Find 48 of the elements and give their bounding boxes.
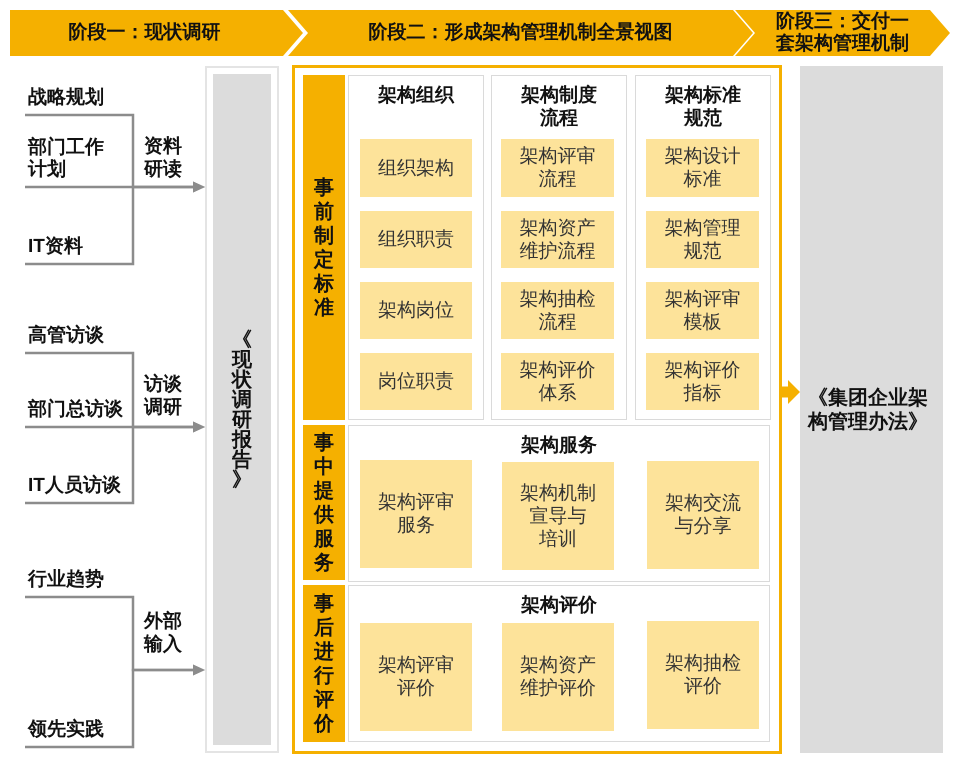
item-box: 架构管理规范 xyxy=(646,211,759,268)
source-label: 部门工作计划 xyxy=(25,137,115,187)
item-box: 架构资产维护流程 xyxy=(501,211,614,268)
category-panel xyxy=(348,75,484,420)
category-panel xyxy=(348,585,770,742)
category-panel xyxy=(635,75,771,420)
block-arrow xyxy=(782,380,800,404)
connector-arrow xyxy=(25,422,205,504)
source-label: IT资料 xyxy=(25,232,115,264)
stage-band: 事中提供服务 xyxy=(303,425,345,580)
panel-heading: 架构标准规范 xyxy=(664,84,742,130)
category-panel xyxy=(491,75,627,420)
phase-header: 阶段三：交付一套架构管理机制 xyxy=(735,10,950,56)
result-bar: 《集团企业架构管理办法》 xyxy=(800,66,943,753)
item-box: 架构评审模板 xyxy=(646,282,759,339)
item-box: 架构机制宣导与培训 xyxy=(502,462,614,570)
source-label: 领先实践 xyxy=(25,715,115,747)
item-box: 架构设计标准 xyxy=(646,139,759,197)
item-box: 架构抽检流程 xyxy=(501,282,614,339)
report-bar: 《现状调研报告》 xyxy=(205,66,279,753)
item-box: 架构交流与分享 xyxy=(647,461,759,569)
item-box: 架构评审评价 xyxy=(360,623,472,731)
item-box: 岗位职责 xyxy=(360,353,472,410)
connector-arrow xyxy=(25,182,205,266)
item-box: 组织架构 xyxy=(360,139,472,197)
outline-frame xyxy=(292,65,782,754)
item-box: 架构抽检评价 xyxy=(647,621,759,729)
item-box: 架构资产维护评价 xyxy=(502,623,614,731)
item-box: 组织职责 xyxy=(360,211,472,268)
phase-header: 阶段一：现状调研 xyxy=(10,10,303,56)
panel-heading: 架构制度流程 xyxy=(520,84,598,130)
item-box: 架构评审服务 xyxy=(360,460,472,568)
stage-band: 事前制定标准 xyxy=(303,75,345,420)
source-label: 战略规划 xyxy=(25,83,115,115)
stage-band: 事后进行评价 xyxy=(303,585,345,742)
source-label: 行业趋势 xyxy=(25,565,115,597)
panel-heading: 架构组织 xyxy=(378,84,454,107)
item-box: 架构评价指标 xyxy=(646,353,759,410)
item-box: 架构岗位 xyxy=(360,282,472,339)
source-label: IT人员访谈 xyxy=(25,471,131,503)
panel-heading: 架构评价 xyxy=(521,594,597,617)
source-label: 部门总访谈 xyxy=(25,395,131,427)
item-box: 架构评价体系 xyxy=(501,353,614,410)
category-panel xyxy=(348,425,770,582)
source-label: 高管访谈 xyxy=(25,321,115,353)
panel-heading: 架构服务 xyxy=(521,434,597,457)
item-box: 架构评审流程 xyxy=(501,139,614,197)
connector-arrow xyxy=(25,664,205,748)
